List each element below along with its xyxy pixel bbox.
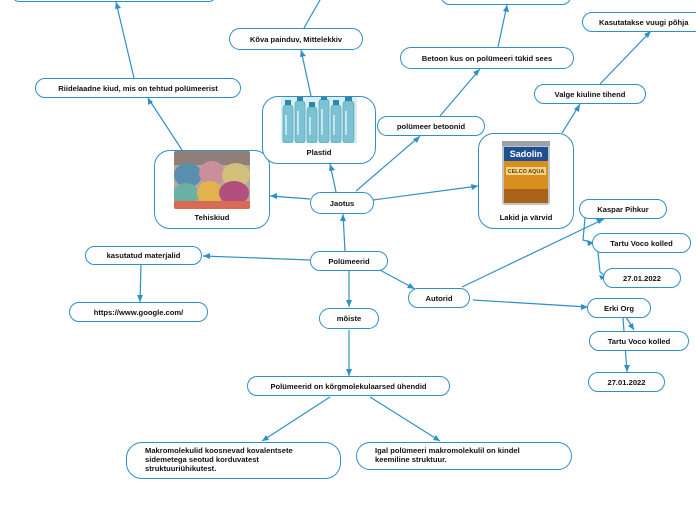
node-igal-polumeeri[interactable]: Igal polümeeri makromolekulil on kindel … xyxy=(356,442,572,470)
node-google-link[interactable]: https://www.google.com/ xyxy=(69,302,208,322)
node-lakid-ja-varvid[interactable]: Sadolin CELCO AQUA Lakid ja värvid xyxy=(478,133,574,229)
node-polumeer-betoonid[interactable]: polümeer betoonid xyxy=(377,116,485,136)
paint-can-image: Sadolin CELCO AQUA xyxy=(500,139,552,209)
node-betoon-kus[interactable]: Betoon kus on polümeeri tükid sees xyxy=(400,47,574,69)
node-kaspar-pihkur[interactable]: Kaspar Pihkur xyxy=(579,199,667,219)
paint-can-brand: Sadolin xyxy=(510,149,543,159)
node-tehiskiud-label: Tehiskiud xyxy=(194,213,230,222)
offscreen-node-1[interactable] xyxy=(12,0,216,2)
node-korgmolekulaarsed[interactable]: Polümeerid on kõrgmolekulaarsed ühendid xyxy=(247,376,450,396)
node-kova-painduv[interactable]: Kõva painduv, Mittelekkiv xyxy=(229,28,363,50)
offscreen-node-2[interactable] xyxy=(441,0,571,5)
plastic-bottles-image xyxy=(281,97,357,144)
node-autorid[interactable]: Autorid xyxy=(408,288,470,308)
node-kasutatud-materjalid[interactable]: kasutatud materjalid xyxy=(85,246,202,265)
node-plastid[interactable]: Plastid xyxy=(262,96,376,164)
node-tehiskiud[interactable]: Tehiskiud xyxy=(154,150,270,229)
node-kasutatakse[interactable]: Kasutatakse vuugi põhja xyxy=(582,12,696,32)
paint-can-product: CELCO AQUA xyxy=(508,169,545,175)
node-date-1[interactable]: 27.01.2022 xyxy=(603,268,681,288)
node-makromolekulid[interactable]: Makromolekulid koosnevad kovalentsete si… xyxy=(126,442,341,479)
node-tartu-voco-2[interactable]: Tartu Voco kolled xyxy=(589,331,689,351)
node-riidelaadne-kiud[interactable]: Riidelaadne kiud, mis on tehtud polümeer… xyxy=(35,78,241,98)
node-erki-org[interactable]: Erki Org xyxy=(587,298,651,318)
node-jaotus[interactable]: Jaotus xyxy=(310,192,374,214)
node-plastid-label: Plastid xyxy=(306,148,332,157)
node-date-2[interactable]: 27.01.2022 xyxy=(588,372,665,392)
node-lakid-label: Lakid ja värvid xyxy=(499,213,553,222)
node-tartu-voco-1[interactable]: Tartu Voco kolled xyxy=(592,233,691,253)
node-valge-kiuline[interactable]: Valge kiuline tihend xyxy=(534,84,646,104)
node-moiste[interactable]: mõiste xyxy=(319,308,379,329)
root-node-polumeerid[interactable]: Polümeerid xyxy=(310,251,388,271)
textile-fibers-image xyxy=(174,151,250,209)
